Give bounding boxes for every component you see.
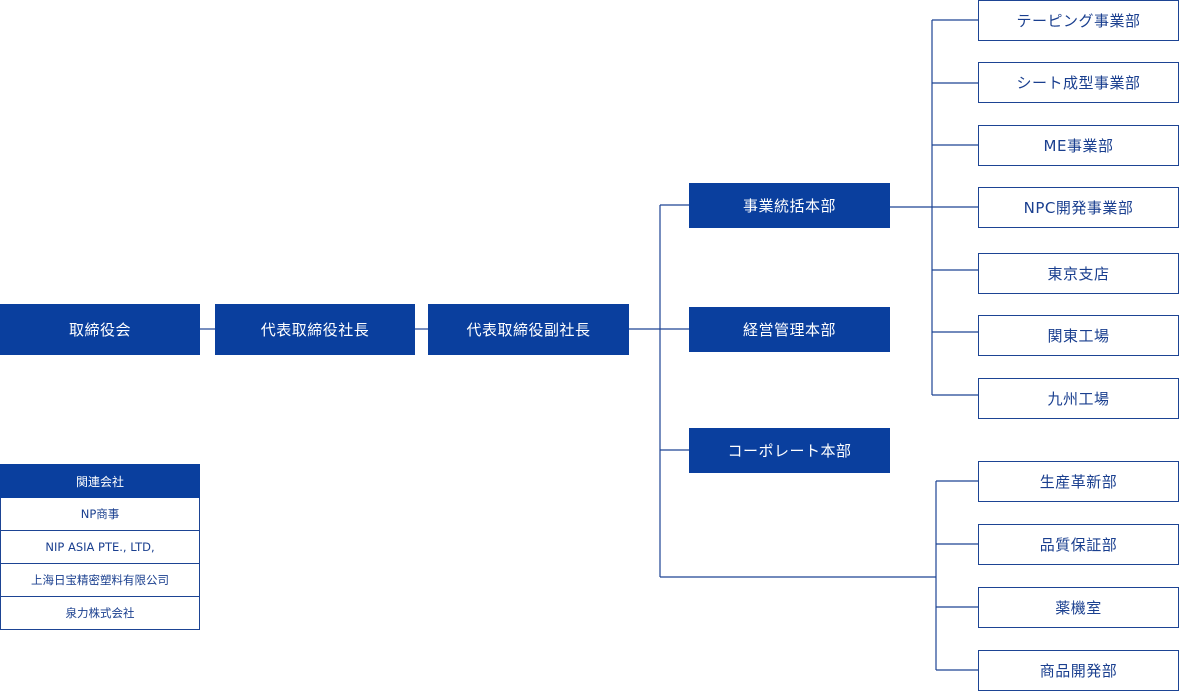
unit-sheet-molding: シート成型事業部 — [978, 62, 1179, 103]
affiliate-item: NIP ASIA PTE., LTD, — [0, 531, 200, 564]
unit-production-innovation: 生産革新部 — [978, 461, 1179, 502]
corporate-hq-box: コーポレート本部 — [689, 428, 890, 473]
president-box: 代表取締役社長 — [215, 304, 415, 355]
unit-pharma-office: 薬機室 — [978, 587, 1179, 628]
unit-me: ME事業部 — [978, 125, 1179, 166]
unit-tokyo-branch: 東京支店 — [978, 253, 1179, 294]
affiliate-item: NP商事 — [0, 498, 200, 531]
affiliates-header: 関連会社 — [0, 464, 200, 498]
unit-quality-assurance: 品質保証部 — [978, 524, 1179, 565]
unit-taping: テーピング事業部 — [978, 0, 1179, 41]
business-hq-box: 事業統括本部 — [689, 183, 890, 228]
vice-president-box: 代表取締役副社長 — [428, 304, 629, 355]
unit-kanto-factory: 関東工場 — [978, 315, 1179, 356]
unit-kyushu-factory: 九州工場 — [978, 378, 1179, 419]
management-hq-box: 経営管理本部 — [689, 307, 890, 352]
affiliate-item: 上海日宝精密塑料有限公司 — [0, 564, 200, 597]
affiliate-item: 泉力株式会社 — [0, 597, 200, 630]
unit-product-development: 商品開発部 — [978, 650, 1179, 691]
board-box: 取締役会 — [0, 304, 200, 355]
unit-npc-development: NPC開発事業部 — [978, 187, 1179, 228]
